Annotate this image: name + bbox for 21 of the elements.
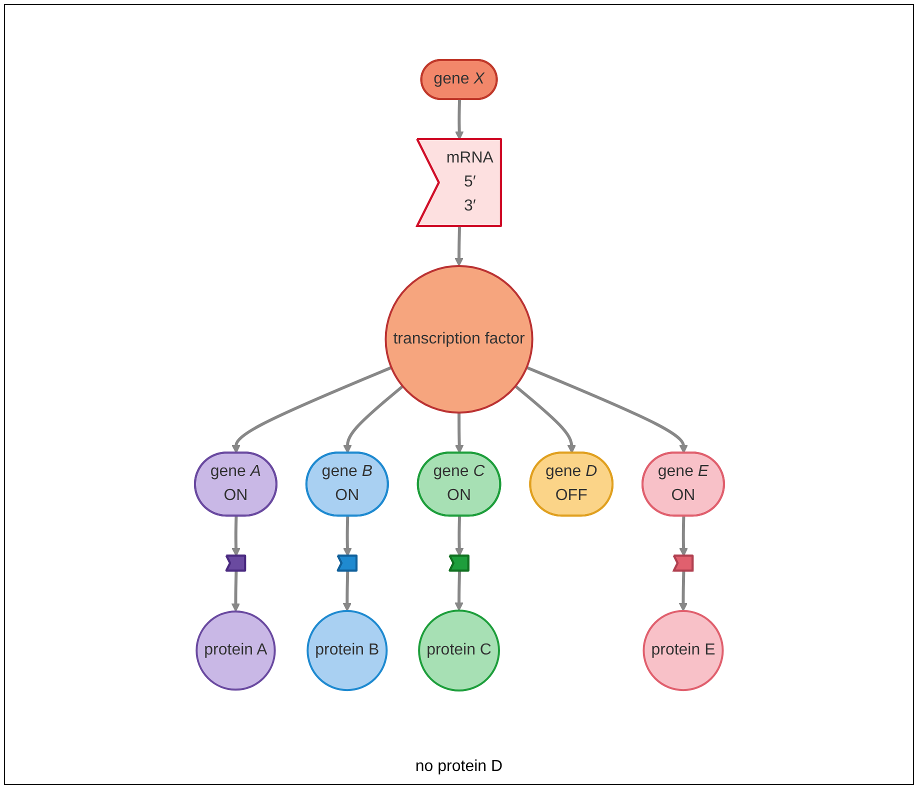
note-text: no protein D: [415, 758, 503, 775]
node-circle: transcription factor: [384, 264, 533, 414]
arrow: [678, 570, 688, 612]
node-circle: protein C: [418, 609, 500, 692]
arrow: [342, 516, 352, 556]
arrow: [454, 412, 464, 454]
arrow: [454, 226, 463, 266]
arrow: [342, 570, 352, 612]
arrow: [678, 516, 688, 556]
arrow: [342, 384, 404, 454]
arrow: [231, 516, 240, 556]
arrow: [514, 384, 576, 454]
node-circle: protein A: [195, 610, 276, 690]
arrow: [230, 570, 240, 612]
node-circle: protein B: [306, 610, 388, 691]
arrow: [454, 516, 464, 556]
arrow: [454, 570, 463, 611]
arrow: [231, 366, 392, 454]
arrow: [454, 99, 464, 140]
node-circle: protein E: [642, 610, 724, 691]
arrow: [526, 366, 688, 454]
